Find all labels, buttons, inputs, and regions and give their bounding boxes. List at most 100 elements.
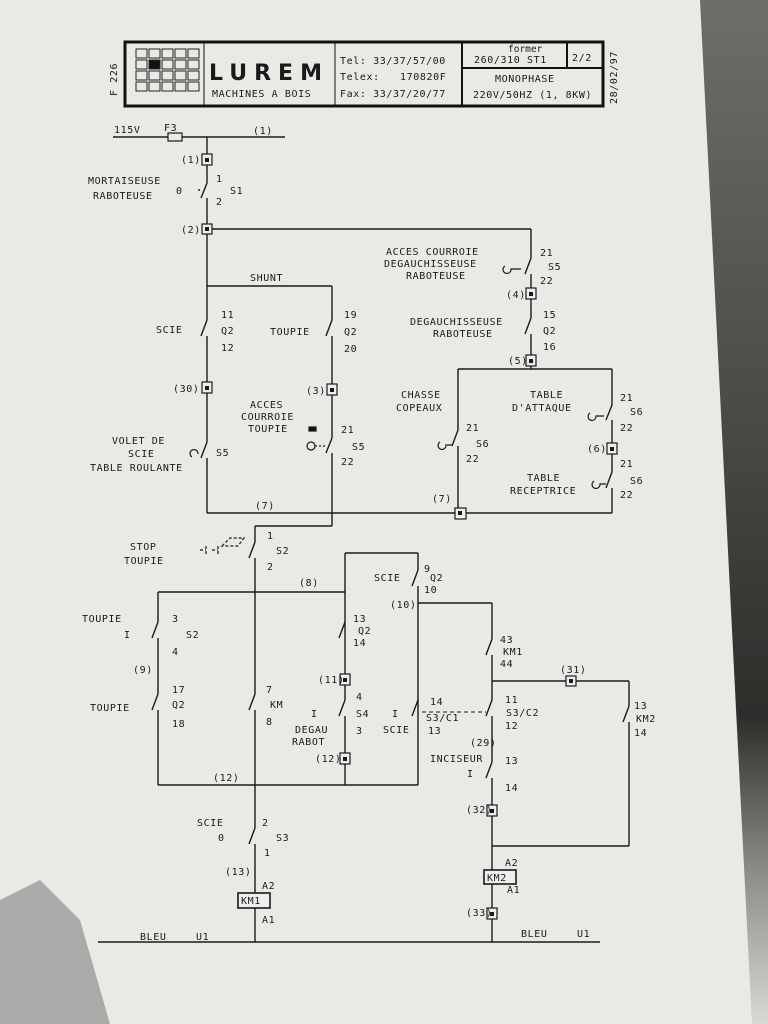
pin: 3 xyxy=(356,726,363,737)
pin: 2 xyxy=(267,562,274,573)
volet-label: SCIE xyxy=(128,449,154,460)
terminal-label: (30) xyxy=(173,384,199,395)
terminal-label: (7) xyxy=(255,501,275,512)
fuse-label: F3 xyxy=(164,123,177,134)
pin: 12 xyxy=(221,343,234,354)
pin: 11 xyxy=(221,310,234,321)
coil-pin: A1 xyxy=(262,915,275,926)
pin: 14 xyxy=(505,783,518,794)
brand-subtitle: MACHINES A BOIS xyxy=(212,89,311,100)
table-recep-label: TABLE xyxy=(527,473,560,484)
terminal-label: (29) xyxy=(470,738,496,749)
s4-label: S4 xyxy=(356,709,369,720)
terminal-label: (2) xyxy=(181,225,201,236)
s6-label: S6 xyxy=(630,407,643,418)
terminal-label: (10) xyxy=(390,600,416,611)
pin: 8 xyxy=(266,717,273,728)
volet-label: VOLET DE xyxy=(112,436,165,447)
pin: 14 xyxy=(353,638,366,649)
tel: Tel: 33/37/57/00 xyxy=(340,56,446,67)
pin: 13 xyxy=(634,701,647,712)
volet-label: TABLE ROULANTE xyxy=(90,463,183,474)
s4-mark: I xyxy=(311,709,318,720)
pin: 4 xyxy=(172,647,179,658)
pin: 21 xyxy=(341,425,354,436)
chasse-label: COPEAUX xyxy=(396,403,442,414)
coil-pin: A1 xyxy=(507,885,520,896)
s3-mark: 0 xyxy=(218,833,225,844)
pin: 21 xyxy=(466,423,479,434)
degau-label: RABOT xyxy=(292,737,325,748)
pin: 13 xyxy=(505,756,518,767)
stop-label: STOP xyxy=(130,542,156,553)
raboteuse-label: RABOTEUSE xyxy=(93,191,153,202)
km-label: KM xyxy=(270,700,283,711)
s3c1-label: S3/C1 xyxy=(426,713,459,724)
pin: 1 xyxy=(264,848,271,859)
pin: 9 xyxy=(424,564,431,575)
coil-pin: A2 xyxy=(505,858,518,869)
pin: 4 xyxy=(356,692,363,703)
terminal-label: (11) xyxy=(318,675,344,686)
phase: MONOPHASE xyxy=(495,74,555,85)
terminal-dots xyxy=(205,158,614,916)
q2-label: Q2 xyxy=(344,327,357,338)
brand-logo: LUREM xyxy=(209,61,329,86)
pin: 7 xyxy=(266,685,273,696)
page-number: 2/2 xyxy=(572,53,592,64)
wiring xyxy=(98,132,630,943)
q2-label: Q2 xyxy=(172,700,185,711)
model-extra: former xyxy=(508,44,543,55)
pin: 20 xyxy=(344,344,357,355)
pin: 21 xyxy=(620,393,633,404)
supply-voltage: 115V xyxy=(114,125,140,136)
s3-label: S3 xyxy=(276,833,289,844)
chasse-label: CHASSE xyxy=(401,390,441,401)
paper-shadow xyxy=(0,880,110,1024)
s3c2-label: S3/C2 xyxy=(506,708,539,719)
model: 260/310 ST1 xyxy=(474,55,547,66)
acces-courroie-label: RABOTEUSE xyxy=(406,271,466,282)
actuator-symbols xyxy=(189,265,606,554)
shunt-label: SHUNT xyxy=(250,273,283,284)
pin: 22 xyxy=(341,457,354,468)
table-attaque-label: TABLE xyxy=(530,390,563,401)
supply-rating: 220V/50HZ (1, 8KW) xyxy=(473,90,592,101)
title-block: LUREM MACHINES A BOIS Tel: 33/37/57/00 T… xyxy=(109,40,620,108)
pin: 43 xyxy=(500,635,513,646)
s5-label: S5 xyxy=(216,448,229,459)
table-attaque-label: D'ATTAQUE xyxy=(512,403,572,414)
km2-coil-label: KM2 xyxy=(487,873,507,884)
terminal-label: (3) xyxy=(306,386,326,397)
terminal-label: (1) xyxy=(253,126,273,137)
toupie-label: TOUPIE xyxy=(90,703,130,714)
s2-label: S2 xyxy=(276,546,289,557)
s6-label: S6 xyxy=(476,439,489,450)
deg-rab-label: RABOTEUSE xyxy=(433,329,493,340)
terminal-label: (1) xyxy=(181,155,201,166)
pin: 14 xyxy=(430,697,443,708)
pin: 18 xyxy=(172,719,185,730)
pin: 19 xyxy=(344,310,357,321)
terminal-label: (32) xyxy=(466,805,492,816)
pin: 12 xyxy=(505,721,518,732)
telex-label: Telex: xyxy=(340,72,380,83)
terminal-label: (9) xyxy=(133,665,153,676)
mortaiseuse-label: MORTAISEUSE xyxy=(88,176,161,187)
s6-label: S6 xyxy=(630,476,643,487)
q2-label: Q2 xyxy=(543,326,556,337)
neutral-ref: U1 xyxy=(577,929,590,940)
q2-label: Q2 xyxy=(358,626,371,637)
s1-pin: 2 xyxy=(216,197,223,208)
paper xyxy=(0,0,752,1024)
pin: 13 xyxy=(353,614,366,625)
scie-label: SCIE xyxy=(197,818,223,829)
pin: 2 xyxy=(262,818,269,829)
pin: 14 xyxy=(634,728,647,739)
toupie-label: TOUPIE xyxy=(82,614,122,625)
date: 28/02/97 xyxy=(609,51,620,104)
neutral-label: BLEU xyxy=(140,932,166,943)
km1-aux-label: KM1 xyxy=(503,647,523,658)
pin: 1 xyxy=(267,531,274,542)
